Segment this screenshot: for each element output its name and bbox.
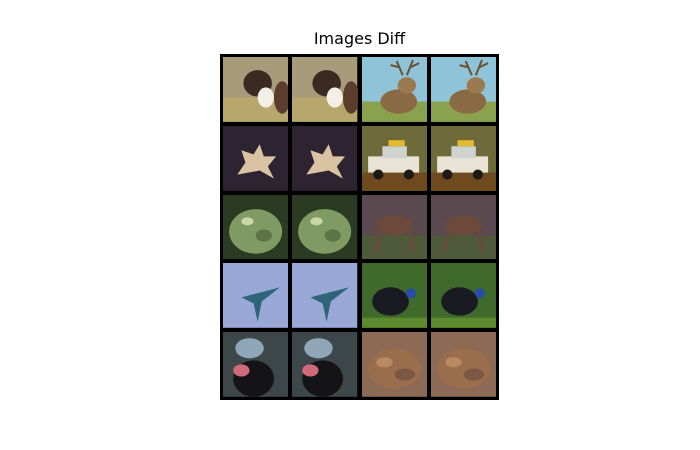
thumbnail-deer bbox=[430, 194, 496, 260]
thumbnail-dog bbox=[292, 57, 358, 122]
thumbnail-frog bbox=[430, 332, 496, 397]
thumbnail-deer bbox=[361, 57, 427, 122]
thumbnail-bird bbox=[430, 263, 496, 329]
thumbnail-frog bbox=[292, 194, 358, 260]
thumbnail-airplane bbox=[223, 263, 289, 329]
thumbnail-truck bbox=[430, 125, 496, 191]
thumbnail-bird bbox=[223, 332, 289, 397]
thumbnail-frog bbox=[292, 125, 358, 191]
thumbnail-frog bbox=[223, 125, 289, 191]
thumbnail-dog bbox=[223, 57, 289, 122]
thumbnail-bird bbox=[292, 332, 358, 397]
thumbnail-frog bbox=[361, 332, 427, 397]
thumbnail-frog bbox=[223, 194, 289, 260]
thumbnail-deer bbox=[430, 57, 496, 122]
thumbnail-airplane bbox=[292, 263, 358, 329]
thumbnail-truck bbox=[361, 125, 427, 191]
thumbnail-deer bbox=[361, 194, 427, 260]
figure-title: Images Diff bbox=[313, 29, 406, 48]
image-grid bbox=[220, 54, 499, 400]
thumbnail-bird bbox=[361, 263, 427, 329]
